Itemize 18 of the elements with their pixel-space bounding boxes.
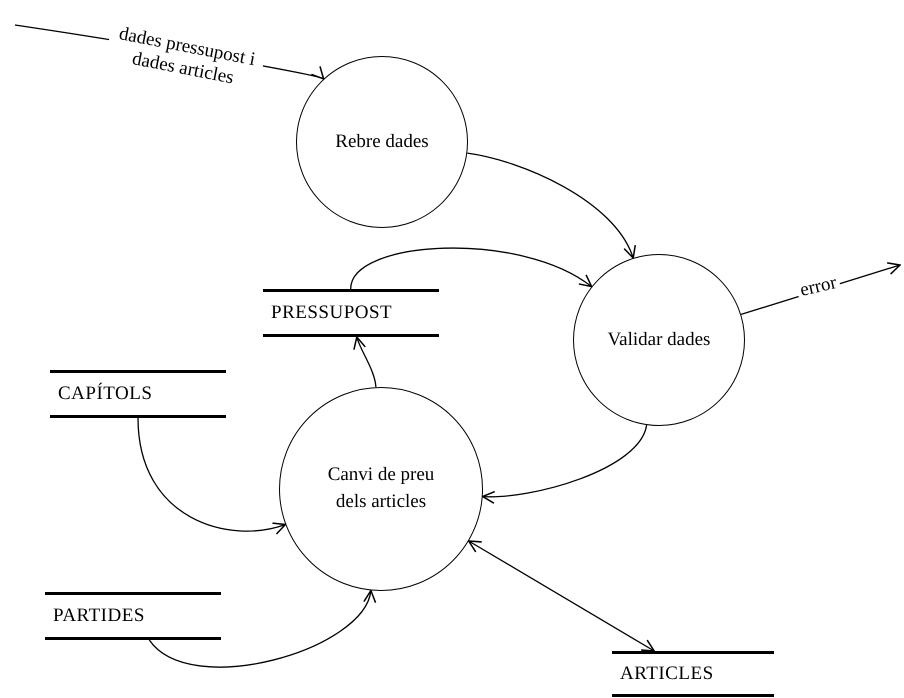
data-store xyxy=(612,651,774,697)
process-label: Rebre dades xyxy=(335,130,429,154)
data-store xyxy=(50,370,226,418)
store-label: PRESSUPOST xyxy=(271,302,392,324)
data-flow-arrow xyxy=(148,590,374,668)
store-label: ARTICLES xyxy=(620,663,714,685)
data-flow-arrow xyxy=(350,248,592,290)
process-label: Validar dades xyxy=(608,328,710,352)
data-flow-arrow xyxy=(468,540,655,652)
store-label: CAPÍTOLS xyxy=(58,383,152,405)
data-flow-arrow xyxy=(137,418,286,534)
data-store xyxy=(263,289,439,337)
data-flow-arrow xyxy=(482,424,648,504)
process-label: Canvi de preu dels articles xyxy=(326,463,436,514)
data-flow-arrow xyxy=(467,152,635,259)
data-store xyxy=(45,592,221,640)
store-label: PARTIDES xyxy=(53,605,145,627)
data-flow-arrow xyxy=(354,336,377,388)
